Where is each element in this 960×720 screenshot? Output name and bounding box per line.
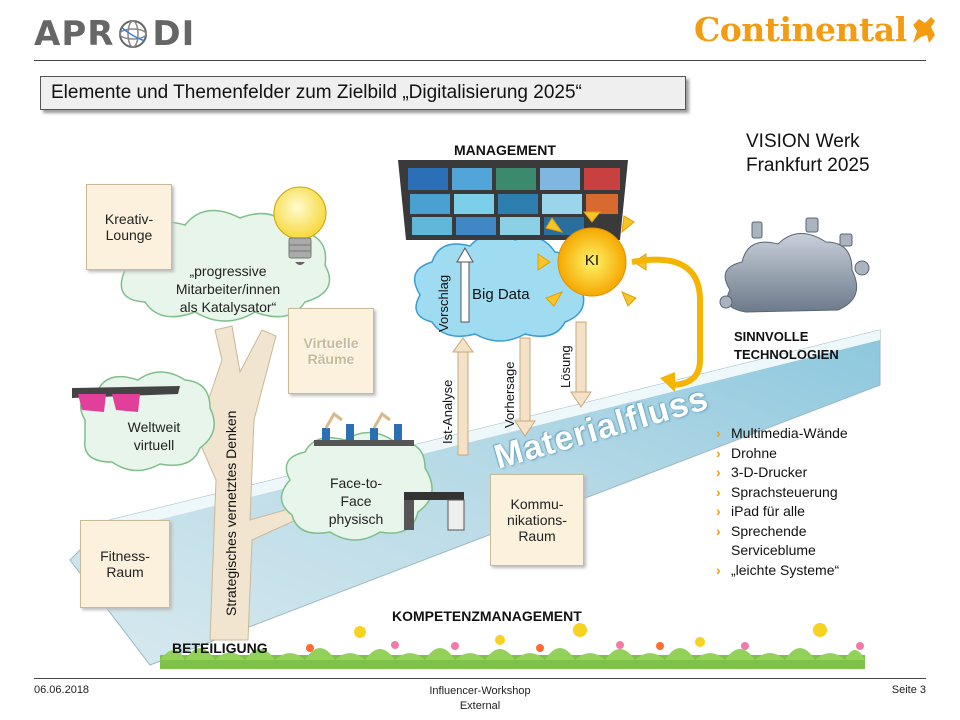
vorhersage-label: Vorhersage — [502, 361, 517, 429]
list-item-text: Sprachsteuerung — [731, 483, 838, 500]
vision-line-1: VISION Werk — [746, 131, 860, 152]
sinnvolle-line-1: SINNVOLLE — [734, 329, 809, 344]
arrow-ist-analyse — [452, 337, 474, 456]
horse-icon — [912, 16, 935, 43]
technology-cloud — [719, 217, 870, 313]
header-divider — [34, 60, 926, 61]
list-item: ›Drohne — [716, 444, 848, 464]
list-item: ›„leichte Systeme“ — [716, 561, 848, 581]
footer-date: 06.06.2018 — [34, 684, 90, 696]
list-item-text: iPad für alle — [731, 503, 805, 519]
vorschlag-label: Vorschlag — [436, 274, 451, 332]
footer-center-line-1: Influencer-Workshop — [429, 685, 531, 697]
logo-left-text-b: DI — [152, 14, 196, 54]
loesung-label: Lösung — [558, 345, 573, 388]
sinnvolle-line-2: TECHNOLOGIEN — [734, 347, 839, 362]
kompetenz-label: KOMPETENZMANAGEMENT — [392, 608, 582, 624]
robot-arms-icon — [314, 411, 414, 446]
list-item-text: „leichte Systeme“ — [731, 561, 840, 578]
footer-center-line-2: External — [459, 700, 501, 712]
list-item-text: Drohne — [731, 444, 777, 461]
list-item: ›Sprechende Serviceblume — [716, 522, 848, 561]
cloud-weltweit-text: Weltweit virtuell — [127, 419, 181, 453]
room-kreativ-lounge: Kreativ- Lounge — [86, 184, 172, 270]
tree-trunk-label: Strategisches vernetztes Denken — [223, 410, 239, 616]
ist-analyse-label: Ist-Analyse — [440, 379, 455, 444]
slide-title: Elemente und Themenfelder zum Zielbild „… — [40, 76, 686, 110]
list-item-text: 3-D-Drucker — [731, 464, 808, 480]
arrow-loesung — [570, 321, 592, 408]
sinnvolle-technologien: SINNVOLLE TECHNOLOGIEN — [734, 328, 839, 364]
logo-left-text-a: APR — [34, 14, 115, 54]
ki-feedback-arrow — [631, 256, 703, 392]
continental-logo: Continental — [694, 10, 941, 49]
list-item-text: Multimedia-Wände — [731, 425, 848, 441]
vr-glasses-icon — [72, 386, 180, 412]
vision-line-2: Frankfurt 2025 — [746, 155, 870, 176]
vision-text: VISION Werk Frankfurt 2025 — [746, 130, 870, 178]
footer-center: Influencer-Workshop External — [400, 684, 560, 714]
footer-page: Seite 3 — [891, 684, 926, 696]
apradi-logo: APR DI — [34, 14, 195, 54]
list-item: ›Multimedia-Wände — [716, 424, 848, 444]
ki-label: KI — [584, 252, 600, 269]
cloud-progressive-text: „progressive Mitarbeiter/innen als Katal… — [175, 263, 281, 315]
lightbulb-icon — [273, 186, 327, 265]
room-kommunikations-raum: Kommu- nikations- Raum — [490, 474, 584, 566]
continental-logo-text: Continental — [694, 10, 907, 49]
meadow — [160, 623, 865, 669]
list-item-text: Sprechende Serviceblume — [731, 522, 816, 559]
technology-list: ›Multimedia-Wände ›Drohne ›3-D-Drucker ›… — [716, 424, 848, 580]
room-virtuelle-raeume: Virtuelle Räume — [288, 308, 374, 394]
list-item: ›Sprachsteuerung — [716, 483, 848, 503]
beteiligung-label: BETEILIGUNG — [172, 640, 268, 656]
footer-divider — [34, 678, 926, 679]
arrow-vorhersage — [514, 337, 536, 437]
cloud-face-text: Face-to- Face physisch — [328, 475, 384, 527]
list-item: ›3-D-Drucker — [716, 463, 848, 483]
globe-icon — [119, 20, 148, 48]
big-data-label: Big Data — [472, 286, 530, 303]
list-item: ›iPad für alle — [716, 502, 848, 522]
room-fitness-raum: Fitness- Raum — [80, 520, 170, 608]
management-label: MANAGEMENT — [454, 142, 556, 158]
arrow-vorschlag — [456, 246, 474, 323]
desk-icon — [404, 492, 465, 531]
